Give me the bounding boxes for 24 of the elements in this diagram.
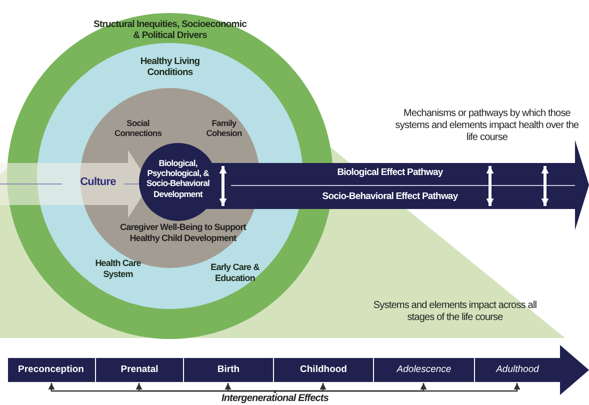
caption-text: Mechanisms or pathways by which those systems and elements impact health over the life course bbox=[394, 108, 580, 144]
arrow bbox=[274, 383, 520, 394]
ring-label: Caregiver Well-Being to Support Healthy Child Development bbox=[119, 222, 248, 244]
pathway-label: Socio-Behavioral Effect Pathway bbox=[321, 191, 459, 202]
stage-label: Birth bbox=[183, 358, 273, 382]
arrow-label: Culture bbox=[79, 176, 117, 190]
ring-label: Healthy Living Conditions bbox=[139, 56, 201, 79]
ring-label: Biological, Psychological, & Socio-Behavioral Development bbox=[145, 158, 211, 199]
ring-label: Family Cohesion bbox=[205, 118, 243, 138]
double-arrow bbox=[541, 166, 549, 206]
stage-label: Adulthood bbox=[474, 358, 560, 382]
ring-label: Health Care System bbox=[94, 258, 142, 280]
ring-label: Social Connections bbox=[113, 118, 163, 138]
stage-label: Adolescence bbox=[373, 358, 474, 382]
stage-label: Preconception bbox=[17, 363, 85, 377]
arrow bbox=[224, 383, 276, 393]
caption-text: Systems and elements impact across all stages of the life course bbox=[372, 300, 538, 324]
double-arrow bbox=[486, 166, 494, 206]
ring-label: Early Care & Education bbox=[210, 262, 260, 284]
stage-label: Childhood bbox=[273, 358, 373, 382]
pathway-label: Biological Effect Pathway bbox=[336, 167, 444, 178]
double-arrow bbox=[219, 166, 227, 206]
stage-label: Prenatal bbox=[95, 358, 183, 382]
bracket-label: Intergenerational Effects bbox=[220, 393, 330, 405]
